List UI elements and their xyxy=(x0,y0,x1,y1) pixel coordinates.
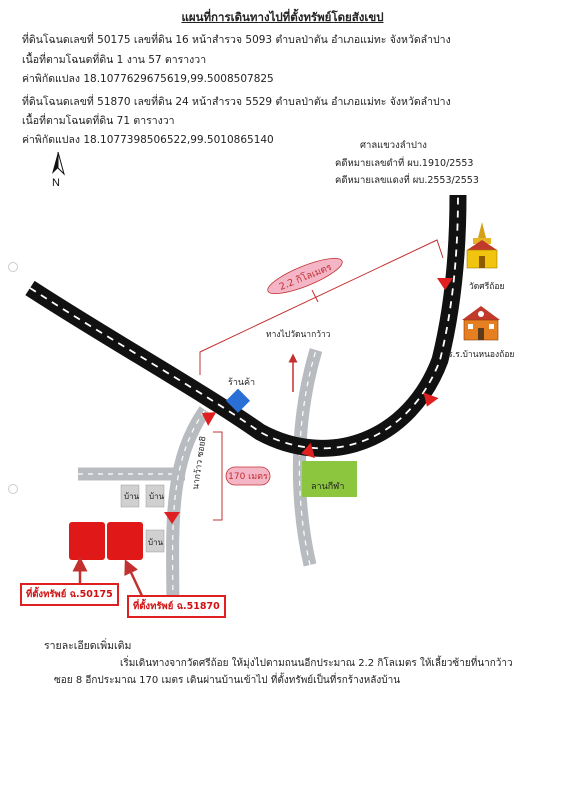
house-marker xyxy=(120,484,165,553)
school-icon xyxy=(462,306,500,341)
temple-label: วัดศรีถ้อย xyxy=(469,281,505,292)
case-red: คดีหมายเลขแดงที่ ผบ.2553/2553 xyxy=(335,175,479,186)
bracket-tick xyxy=(311,289,319,303)
case-black: คดีหมายเลขดำที่ ผบ.1910/2553 xyxy=(335,158,474,169)
property-50175-marker xyxy=(69,522,105,560)
side-road-to-temple xyxy=(292,348,323,567)
sports-field xyxy=(302,461,357,497)
property-51870-marker xyxy=(107,522,143,560)
north-arrow-icon xyxy=(52,151,65,176)
direction-arrow-icon xyxy=(164,278,453,524)
deed-2-line: ที่ดินโฉนดเลขที่ 51870 เลขที่ดิน 24 หน้า… xyxy=(22,96,451,108)
page-title: แผนที่การเดินทางไปที่ตั้งทรัพย์โดยสังเขป xyxy=(181,10,384,24)
distance-soi-label: 170 เมตร xyxy=(228,472,268,482)
main-road xyxy=(25,194,467,457)
details-heading: รายละเอียดเพิ่มเติม xyxy=(44,640,132,652)
property-51870-label: ที่ตั้งทรัพย์ ฉ.51870 xyxy=(127,595,226,618)
distance-bracket-main xyxy=(199,239,444,375)
shop-label: ร้านค้า xyxy=(228,377,255,388)
house-label: บ้าน xyxy=(124,492,140,501)
details-line-1: เริ่มเดินทางจากวัดศรีถ้อย ให้มุ่งไปตามถน… xyxy=(120,658,513,669)
to-temple-label: ทางไปวัดนากว้าว xyxy=(266,329,331,340)
deed-2-area: เนื้อที่ตามโฉนดที่ดิน 71 ตารางวา xyxy=(22,115,175,127)
deed-1-area: เนื้อที่ตามโฉนดที่ดิน 1 งาน 57 ตารางวา xyxy=(22,54,207,66)
house-label: บ้าน xyxy=(148,538,164,547)
court-name: ศาลแขวงลำปาง xyxy=(360,140,427,151)
deed-2-coord: ค่าพิกัดแปลง 18.1077398506522,99.5010865… xyxy=(22,134,274,146)
punch-hole xyxy=(8,262,18,272)
punch-hole xyxy=(8,484,18,494)
property-50175-label: ที่ตั้งทรัพย์ ฉ.50175 xyxy=(20,583,119,606)
distance-badge-soi xyxy=(225,466,271,486)
deed-1-line: ที่ดินโฉนดเลขที่ 50175 เลขที่ดิน 16 หน้า… xyxy=(22,34,451,46)
details-line-2: ซอย 8 อีกประมาณ 170 เมตร เดินผ่านบ้านเข้… xyxy=(54,675,401,686)
distance-bracket-soi xyxy=(213,431,223,521)
distance-badge-main: 2.2 กิโลเมตร xyxy=(267,257,343,295)
deed-1-coord: ค่าพิกัดแปลง 18.1077629675619,99.5008507… xyxy=(22,73,274,85)
side-road-soi8 xyxy=(166,406,211,601)
property-arrow-icon xyxy=(124,559,145,599)
school-label: ร.ร.บ้านหนองถ้อย xyxy=(448,349,514,360)
field-label: ลานกีฬา xyxy=(311,481,344,492)
temple-icon xyxy=(466,222,498,269)
north-label: N xyxy=(52,177,60,189)
house-label: บ้าน xyxy=(149,492,165,501)
